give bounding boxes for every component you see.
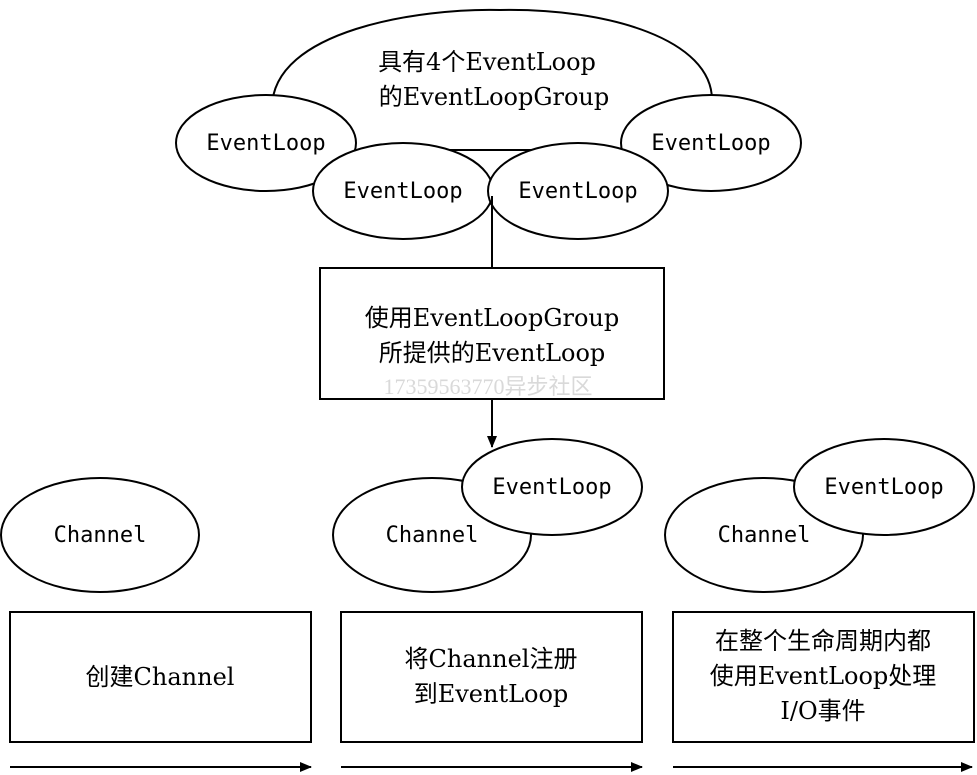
channel-label: Channel	[386, 523, 479, 548]
step-1-line1: 创建Channel	[86, 663, 235, 691]
event-loop-group-shape	[271, 8, 713, 151]
channel-stage-3: Channel EventLoop	[664, 438, 975, 593]
step-box-1-rect	[9, 611, 312, 743]
step-3-line3: I/O事件	[780, 697, 865, 725]
assign-box-rect	[319, 267, 665, 400]
event-loop-label: EventLoop	[343, 179, 462, 204]
channel-label: Channel	[718, 523, 811, 548]
channel-stage-2: Channel EventLoop	[332, 438, 643, 593]
event-loop-group: 具有4个EventLoop 的EventLoopGroup EventLoop …	[175, 8, 802, 240]
step-box-3-rect	[672, 611, 975, 743]
step-box-2-rect	[340, 611, 643, 743]
assign-box-line1: 使用EventLoopGroup	[365, 304, 620, 332]
step-box-2: 将Channel注册 到EventLoop	[340, 611, 643, 743]
step-box-1: 创建Channel	[9, 611, 312, 743]
group-event-loop-4: EventLoop	[620, 94, 802, 192]
event-loop-label: EventLoop	[492, 475, 611, 500]
step-3-line2: 使用EventLoop处理	[710, 662, 937, 690]
group-title-line2: 的EventLoopGroup	[379, 83, 610, 111]
step-box-3: 在整个生命周期内都 使用EventLoop处理 I/O事件	[672, 611, 975, 743]
group-event-loop-1: EventLoop	[175, 94, 357, 192]
assign-box-line2: 所提供的EventLoop	[379, 339, 606, 367]
event-loop-label: EventLoop	[206, 131, 325, 156]
group-title-line1: 具有4个EventLoop	[378, 48, 596, 76]
group-event-loop-3: EventLoop	[487, 142, 669, 240]
channel-label: Channel	[54, 523, 147, 548]
event-loop-label: EventLoop	[651, 131, 770, 156]
event-loop-label: EventLoop	[518, 179, 637, 204]
channel-stage-1: Channel	[0, 477, 200, 593]
step-2-line2: 到EventLoop	[414, 680, 569, 708]
step-2-line1: 将Channel注册	[405, 645, 578, 673]
event-loop-label: EventLoop	[824, 475, 943, 500]
step-3-line1: 在整个生命周期内都	[715, 627, 931, 655]
assign-box: 使用EventLoopGroup 所提供的EventLoop 173595637…	[319, 267, 665, 400]
watermark: 17359563770异步社区	[383, 374, 592, 399]
group-event-loop-2: EventLoop	[312, 142, 494, 240]
